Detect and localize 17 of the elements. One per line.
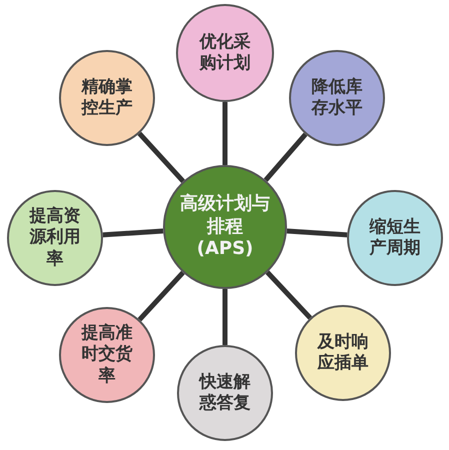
topic-circle: 缩短生产周期	[347, 190, 443, 286]
connector-line	[222, 289, 228, 345]
connector-line	[266, 270, 312, 320]
topic-circle: 优化采购计划	[176, 4, 274, 102]
connector-line	[138, 270, 185, 322]
connector-line	[138, 132, 185, 183]
topic-circle: 精确掌控生产	[59, 50, 155, 146]
topic-circle: 快速解惑答复	[177, 345, 273, 441]
connector-line	[102, 228, 164, 238]
center-circle: 高级计划与排程 (APS)	[163, 165, 287, 289]
connector-line	[264, 132, 308, 182]
connector-line	[286, 228, 348, 238]
connector-line	[222, 102, 228, 165]
topic-circle: 及时响应插单	[295, 305, 391, 401]
topic-circle: 提高资源利用率	[7, 190, 103, 286]
topic-circle: 提高准时交货率	[59, 307, 155, 403]
topic-circle: 降低库存水平	[289, 50, 385, 146]
